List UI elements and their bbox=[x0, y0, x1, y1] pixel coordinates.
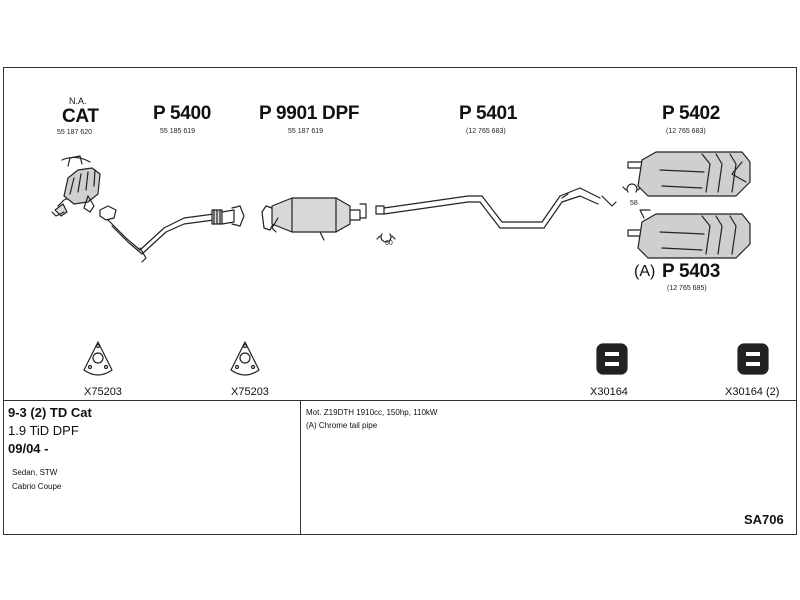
p5403-number: (12 765 685) bbox=[667, 285, 707, 292]
accessory-x75203-1-label: X75203 bbox=[84, 386, 122, 398]
cat-prefix: N.A. bbox=[69, 96, 87, 106]
vehicle-body-2: Cabrio Coupe bbox=[12, 482, 62, 491]
accessory-x30164-2-label: X30164 (2) bbox=[725, 386, 780, 398]
vehicle-model: 9-3 (2) TD Cat bbox=[8, 405, 92, 420]
gasket-x75203-1-part bbox=[83, 341, 113, 376]
motor-note: Mot. Z19DTH 1910cc, 150hp, 110kW bbox=[306, 408, 438, 417]
p9901-code: P 9901 DPF bbox=[259, 103, 360, 124]
front-pipe-part bbox=[107, 205, 245, 263]
p5401-code: P 5401 bbox=[459, 103, 518, 124]
catalytic-converter-part bbox=[51, 155, 101, 217]
p5400-code: P 5400 bbox=[153, 103, 212, 124]
chrome-tail-note: (A) Chrome tail pipe bbox=[306, 421, 378, 430]
info-column-divider bbox=[300, 400, 301, 535]
gasket-x75203-2-part bbox=[230, 341, 260, 376]
vehicle-engine: 1.9 TiD DPF bbox=[8, 423, 79, 438]
rear-silencer-p5402-part bbox=[627, 151, 751, 197]
p5403-prefix: (A) bbox=[634, 263, 656, 280]
dpf-part bbox=[261, 197, 367, 241]
hanger-58-part bbox=[626, 183, 638, 193]
vehicle-date: 09/04 - bbox=[8, 441, 49, 456]
rear-silencer-p5403-part bbox=[627, 209, 751, 259]
hanger-58-label: 58 bbox=[630, 200, 638, 207]
p5401-number: (12 765 683) bbox=[466, 128, 506, 135]
vehicle-body-1: Sedan, STW bbox=[12, 468, 58, 477]
hanger-60-part bbox=[380, 233, 392, 243]
p9901-number: 55 187 619 bbox=[288, 128, 324, 135]
accessory-x30164-1-label: X30164 bbox=[590, 386, 628, 398]
hanger-60-label: 60 bbox=[385, 240, 393, 247]
accessory-x75203-2-label: X75203 bbox=[231, 386, 269, 398]
info-divider bbox=[3, 400, 797, 401]
rubber-mount-x30164-2-part bbox=[737, 343, 769, 375]
intermediate-pipe-part bbox=[375, 187, 617, 229]
p5402-code: P 5402 bbox=[662, 103, 721, 124]
p5400-number: 55 185 619 bbox=[160, 128, 196, 135]
cat-flange-part bbox=[99, 205, 117, 221]
p5402-number: (12 765 683) bbox=[666, 128, 706, 135]
diagram-frame bbox=[3, 67, 797, 535]
cat-number: 55 187 620 bbox=[57, 129, 93, 136]
p5403-code: P 5403 bbox=[662, 261, 721, 282]
diagram-code: SA706 bbox=[744, 512, 784, 527]
cat-code: CAT bbox=[62, 106, 99, 127]
rubber-mount-x30164-1-part bbox=[596, 343, 628, 375]
